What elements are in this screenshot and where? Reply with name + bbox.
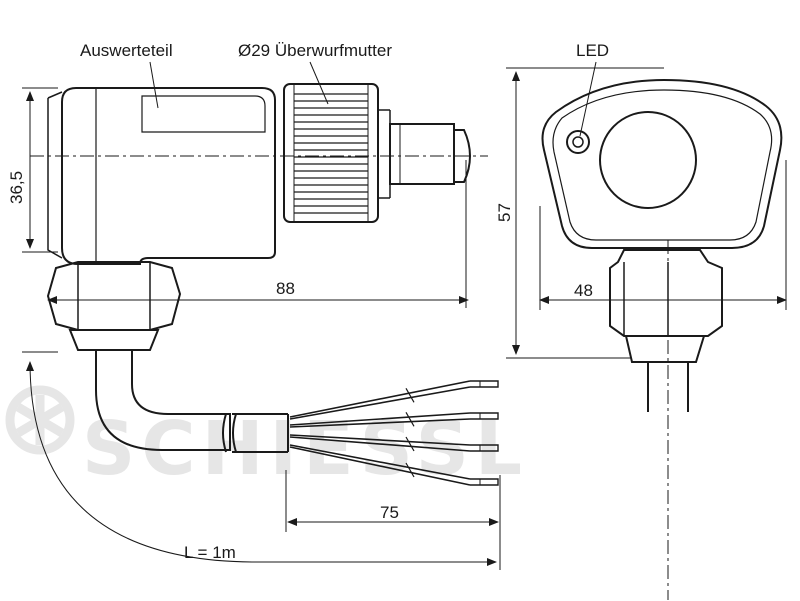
led-indicator [566,130,590,154]
housing-highlight [141,95,266,133]
cable-gland [46,261,182,351]
nut-knurling [294,93,368,214]
snowflake-logo-icon [5,385,75,455]
front-housing-inner [552,89,773,241]
evaluation-housing [61,87,276,265]
dim-wire-length: 75 [380,503,399,522]
label-led: LED [576,41,609,60]
front-gland-nut [609,249,723,337]
watermark: SCHIESSL [5,385,522,492]
dimension-lines-left [22,87,501,570]
front-gland-base [624,335,706,363]
probe-face [599,111,697,209]
front-housing [541,78,783,249]
dim-width-right: 48 [574,281,593,300]
dim-cable-length: L = 1m [184,543,236,562]
label-evaluation-unit: Auswerteteil [80,41,173,60]
front-view [541,78,783,412]
union-nut [283,83,391,223]
label-leaders [149,61,597,137]
housing-step [47,91,63,259]
dim-height-right: 57 [495,203,514,222]
sensor-probe [389,123,471,185]
dim-height-left: 36,5 [7,171,26,204]
label-union-nut: Ø29 Überwurfmutter [238,41,392,60]
side-view [30,83,488,453]
dimension-lines-right [506,67,787,359]
dim-length-total: 88 [276,279,295,298]
led-indicator-inner [572,136,584,148]
